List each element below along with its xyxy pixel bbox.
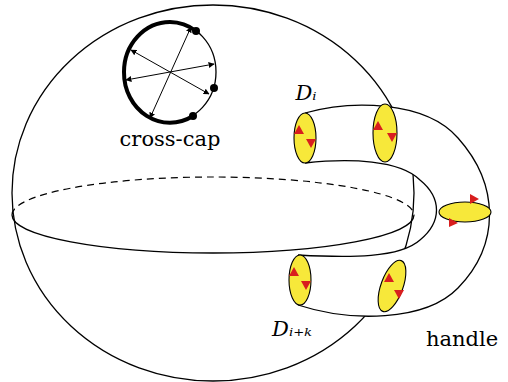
disc-label: Dᵢ₊ₖ [272,318,312,341]
disc-label: Dᵢ [295,82,316,105]
orientation-arrows [289,121,479,299]
part-label: cross-cap [120,128,221,151]
part-label: handle [426,328,498,351]
cross-cap-symbol [124,22,218,123]
sphere-outline [12,5,414,381]
equator-back [12,177,414,215]
handle-discs [289,104,491,315]
equator-front [12,215,414,253]
